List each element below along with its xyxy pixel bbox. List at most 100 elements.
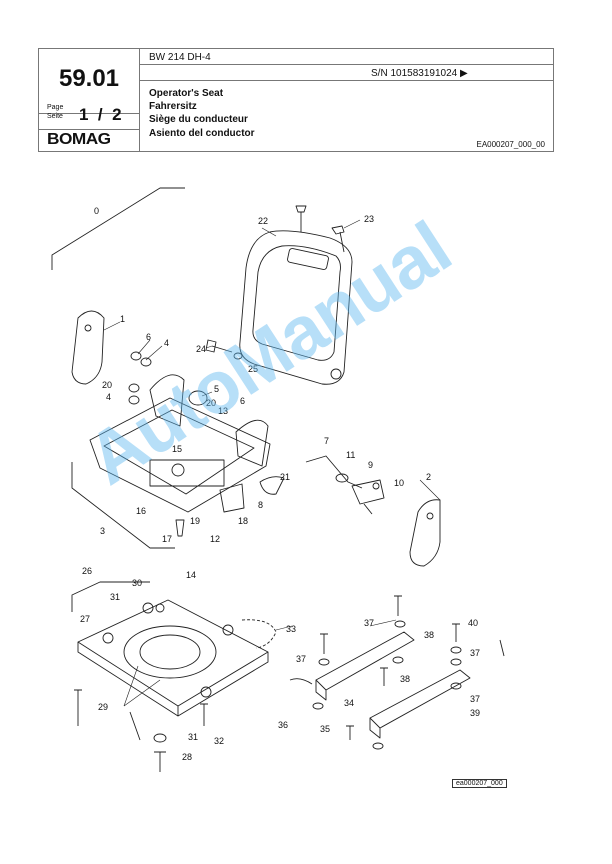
side-cover-hole — [426, 512, 434, 520]
callout-label: 22 — [258, 216, 268, 226]
callout-label: 28 — [182, 752, 192, 762]
bolt-part — [74, 689, 141, 741]
side-cover-hole — [84, 324, 92, 332]
lever-bracket — [219, 483, 245, 513]
backrest-knob — [330, 368, 342, 380]
callout-label: 9 — [368, 460, 373, 470]
adjust-lever — [305, 455, 363, 489]
bolt-part — [394, 595, 402, 616]
group-bracket-26 — [71, 581, 150, 612]
base-plate-edge — [77, 642, 269, 717]
washer-part — [394, 620, 406, 628]
callout-label: 20 — [206, 398, 216, 408]
lever-bushing — [335, 473, 349, 483]
leader-line — [275, 625, 293, 631]
page-number: 59.01 — [58, 65, 120, 92]
callout-label: 13 — [218, 406, 228, 416]
header-rule — [139, 80, 554, 81]
callout-label: 38 — [424, 630, 434, 640]
figure-reference: ea000207_000 — [452, 779, 507, 788]
leader-line — [261, 227, 277, 237]
brand-logo: BOMAG — [47, 131, 111, 148]
callout-label: 8 — [258, 500, 263, 510]
screw-part — [499, 639, 505, 657]
leader-line — [137, 339, 151, 355]
slide-rail-edge — [369, 718, 381, 739]
callout-label: 4 — [106, 392, 111, 402]
washer-part — [318, 658, 330, 666]
callout-label: 25 — [248, 364, 258, 374]
serial-number: S/N 101583191024 ▶ — [371, 68, 468, 79]
callout-label: 26 — [82, 566, 92, 576]
washer-part — [312, 702, 324, 710]
bolt-part — [154, 751, 166, 772]
bolt-head — [142, 602, 154, 614]
seat-frame — [89, 397, 271, 513]
group-bracket-3 — [71, 462, 175, 549]
callout-label: 11 — [346, 450, 355, 460]
title-german: Fahrersitz — [149, 101, 197, 113]
clip-part — [259, 476, 285, 495]
title-english: Operator's Seat — [149, 88, 224, 99]
bracket-33 — [241, 619, 277, 649]
leader-line — [145, 345, 163, 361]
hinge-bracket-left — [149, 374, 185, 427]
washer-part — [233, 352, 243, 360]
swivel-ring — [123, 625, 217, 679]
callout-label: 31 — [188, 732, 198, 742]
slide-rail-edge — [315, 680, 327, 701]
callout-label: 30 — [132, 578, 142, 588]
callout-labels: 0123445667891011121314151617181920202122… — [80, 206, 480, 762]
frame-plate — [149, 459, 225, 487]
lever-plate — [351, 479, 385, 505]
washer-part — [140, 357, 152, 367]
callout-label: 4 — [164, 338, 169, 348]
swivel-ring-inner — [139, 634, 201, 670]
title-french: Siège du conducteur — [149, 114, 248, 126]
page-indicator: 1 / 2 — [79, 105, 122, 124]
slide-rail-lower — [369, 669, 471, 729]
washer-part — [128, 395, 140, 405]
washer-part — [450, 658, 462, 666]
callout-label: 38 — [400, 674, 410, 684]
leader-line — [343, 219, 361, 229]
leader-line — [369, 619, 397, 627]
washer-part — [392, 656, 404, 664]
callout-label: 0 — [94, 206, 99, 216]
callout-label: 24 — [196, 344, 206, 354]
callout-label: 19 — [190, 516, 200, 526]
leader-line — [123, 679, 161, 707]
model-name: BW 214 DH-4 — [149, 52, 211, 63]
callout-label: 37 — [364, 618, 374, 628]
callout-label: 21 — [280, 472, 290, 482]
callout-label: 1 — [120, 314, 125, 324]
callout-label: 17 — [162, 534, 172, 544]
header-divider — [139, 49, 140, 152]
nut-part — [372, 482, 380, 490]
callout-label: 40 — [468, 618, 478, 628]
backrest-handle — [287, 248, 329, 270]
callout-label: 34 — [344, 698, 354, 708]
title-spanish: Asiento del conductor — [149, 127, 255, 139]
group-bracket-0 — [51, 187, 185, 270]
washer-part — [130, 351, 142, 361]
side-cover-right — [409, 499, 441, 567]
header-rule — [39, 113, 139, 114]
bolt-part — [295, 205, 307, 232]
bolt-head — [222, 624, 234, 636]
backrest-part — [239, 230, 353, 385]
callout-label: 27 — [80, 614, 90, 624]
callout-label: 16 — [136, 506, 146, 516]
bolt-head — [102, 632, 114, 644]
washer-part — [155, 603, 165, 613]
backrest-inner — [252, 245, 341, 361]
bolt-part — [452, 623, 460, 642]
washer-part — [450, 682, 462, 690]
callout-label: 6 — [240, 396, 245, 406]
callout-label: 3 — [100, 526, 105, 536]
document-reference: EA000207_000_00 — [476, 140, 545, 149]
callout-label: 32 — [214, 736, 224, 746]
bolt-part — [200, 703, 208, 726]
screw-part — [205, 339, 233, 353]
frame-bushing — [171, 463, 185, 477]
